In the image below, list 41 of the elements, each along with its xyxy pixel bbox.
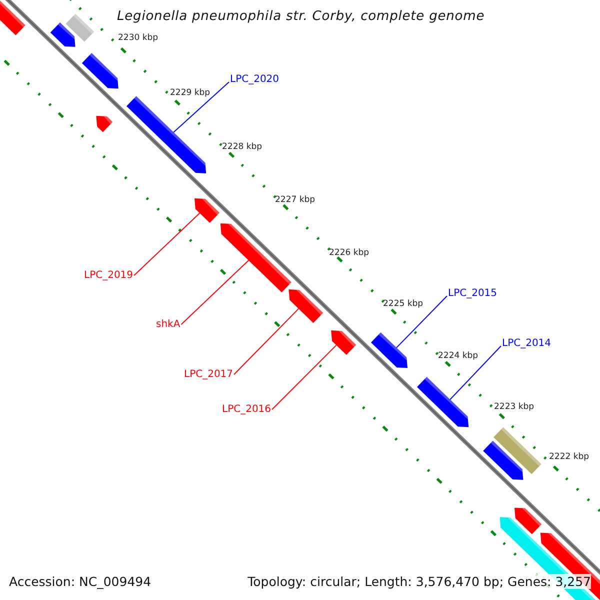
title: Legionella pneumophila str. Corby, complete genome bbox=[117, 9, 485, 24]
accession-text: Accession: NC_009494 bbox=[9, 574, 152, 589]
leader-line bbox=[396, 296, 448, 348]
gene-feature bbox=[0, 0, 26, 36]
gene-label: shkA bbox=[156, 319, 180, 330]
scale-label: 2229 kbp bbox=[170, 88, 210, 98]
scale-label: 2226 kbp bbox=[329, 248, 370, 258]
gene-bar bbox=[66, 14, 94, 42]
gene-feature bbox=[371, 332, 408, 368]
scale-label: 2223 kbp bbox=[494, 402, 534, 412]
gene-feature bbox=[288, 289, 324, 323]
leader-line bbox=[173, 82, 230, 133]
gene-feature bbox=[514, 508, 542, 534]
leader-line bbox=[180, 260, 250, 325]
gene-feature bbox=[82, 53, 118, 89]
gene-feature bbox=[417, 376, 469, 428]
gene-feature bbox=[220, 223, 292, 292]
gene-label: LPC_2017 bbox=[184, 369, 234, 380]
gene-label: LPC_2016 bbox=[222, 404, 272, 415]
genome-summary: Topology: circular; Length: 3,576,470 bp; Genes: 3,257 bbox=[248, 574, 591, 589]
gene-bar bbox=[494, 427, 542, 474]
leader-line bbox=[234, 308, 300, 375]
gene-feature bbox=[331, 330, 356, 355]
scale-label: 2228 kbp bbox=[222, 142, 262, 152]
gene-feature bbox=[483, 440, 524, 480]
scale-label: 2230 kbp bbox=[118, 33, 158, 43]
gene-label: LPC_2019 bbox=[84, 270, 134, 281]
scale-label: 2222 kbp bbox=[549, 452, 590, 462]
leader-line bbox=[134, 212, 200, 276]
gene-label: LPC_2014 bbox=[502, 338, 552, 349]
scale-label: 2227 kbp bbox=[275, 195, 316, 205]
scale-label: 2225 kbp bbox=[383, 299, 424, 309]
gene-feature bbox=[126, 96, 206, 174]
scale-label: 2224 kbp bbox=[438, 351, 478, 361]
gene-feature bbox=[194, 198, 220, 223]
gene-feature bbox=[50, 22, 76, 47]
gene-feature bbox=[96, 116, 113, 132]
gene-label: LPC_2020 bbox=[230, 74, 280, 85]
gene-label: LPC_2015 bbox=[448, 288, 498, 299]
leader-line bbox=[450, 346, 502, 400]
leader-line bbox=[272, 344, 337, 410]
